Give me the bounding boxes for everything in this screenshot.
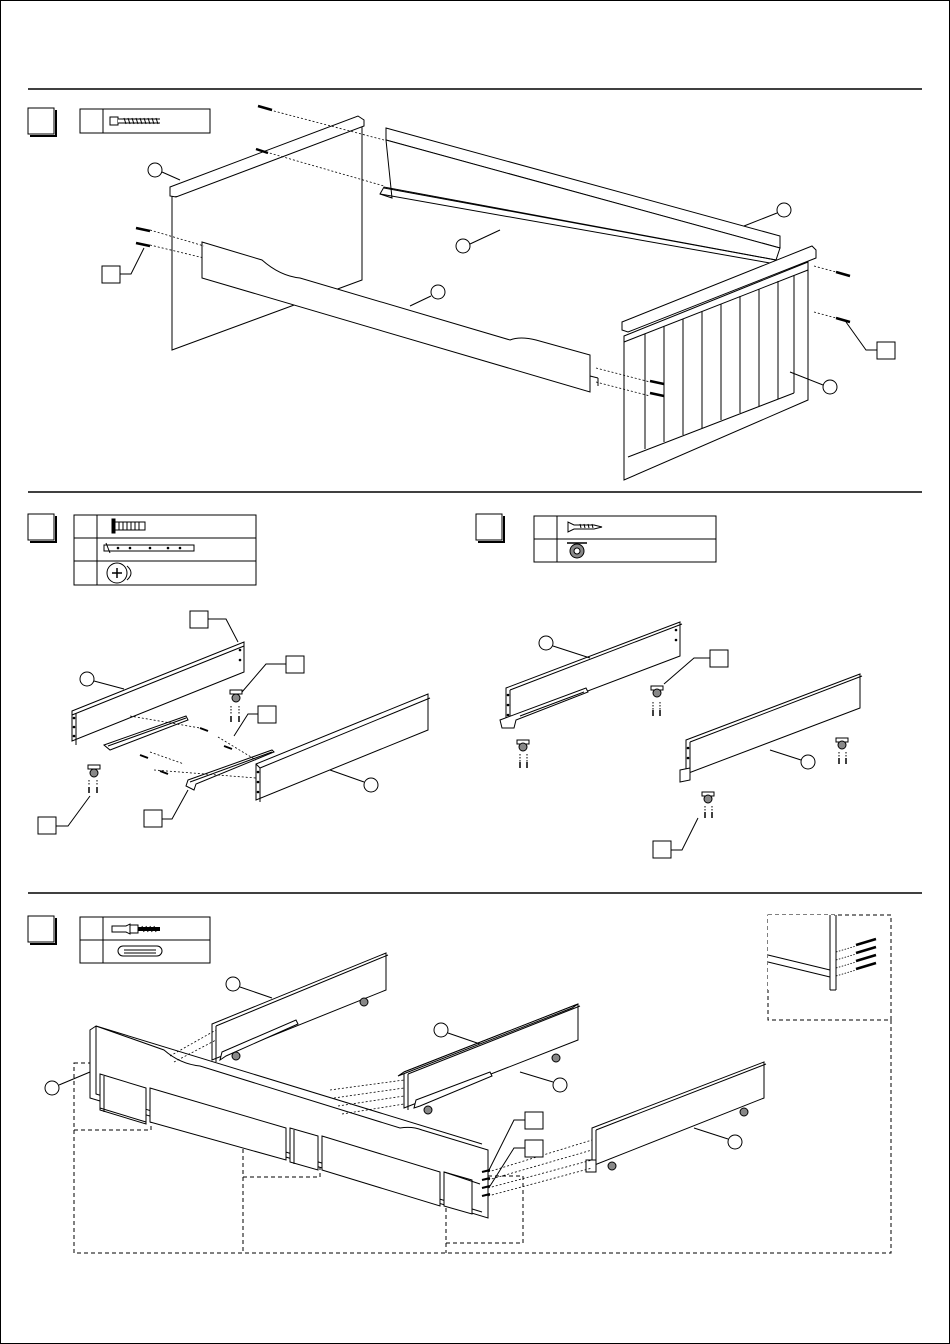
caster-icon [567, 543, 587, 558]
step-2-number-box [28, 514, 56, 542]
caster-icon [88, 765, 100, 793]
cam-bolt-icon [112, 924, 160, 934]
step-3 [476, 514, 862, 858]
step-1-number-box [28, 108, 56, 136]
step-3-number-box [476, 514, 504, 542]
detail-inset [768, 915, 891, 1020]
step-1 [28, 106, 895, 480]
screw-icon [112, 519, 145, 533]
base-front-panel [90, 1026, 488, 1218]
step-2-screws [140, 728, 232, 774]
drawer-rail-middle [398, 1004, 580, 1114]
wood-screw-icon [568, 522, 602, 532]
dowel-icon [118, 946, 162, 956]
drawer-rail-front-right [586, 1062, 766, 1172]
caster-icon [702, 792, 714, 818]
drawer-front-panel [256, 694, 430, 802]
step-2 [28, 514, 430, 834]
step-1-hardware-table [80, 109, 210, 133]
drawer-side-a [500, 622, 682, 728]
back-rail [380, 128, 780, 263]
step-4-hardware-table [80, 917, 210, 963]
step-2-hardware-table [74, 515, 256, 585]
caster-icon [651, 686, 663, 716]
bolt-icon [110, 117, 160, 125]
caster-icon [230, 690, 242, 722]
step-4 [28, 915, 891, 1253]
step-2-guides [130, 716, 256, 778]
drawer-slide-icon [104, 543, 194, 553]
drawer-side-b [680, 674, 862, 782]
cam-lock-icon [107, 563, 131, 583]
caster-icon [836, 738, 848, 764]
drawer-rail-back [212, 953, 388, 1062]
footboard-panel [622, 246, 816, 480]
caster-icon [517, 740, 529, 768]
step-3-hardware-table [534, 516, 716, 562]
step-4-number-box [28, 916, 56, 944]
